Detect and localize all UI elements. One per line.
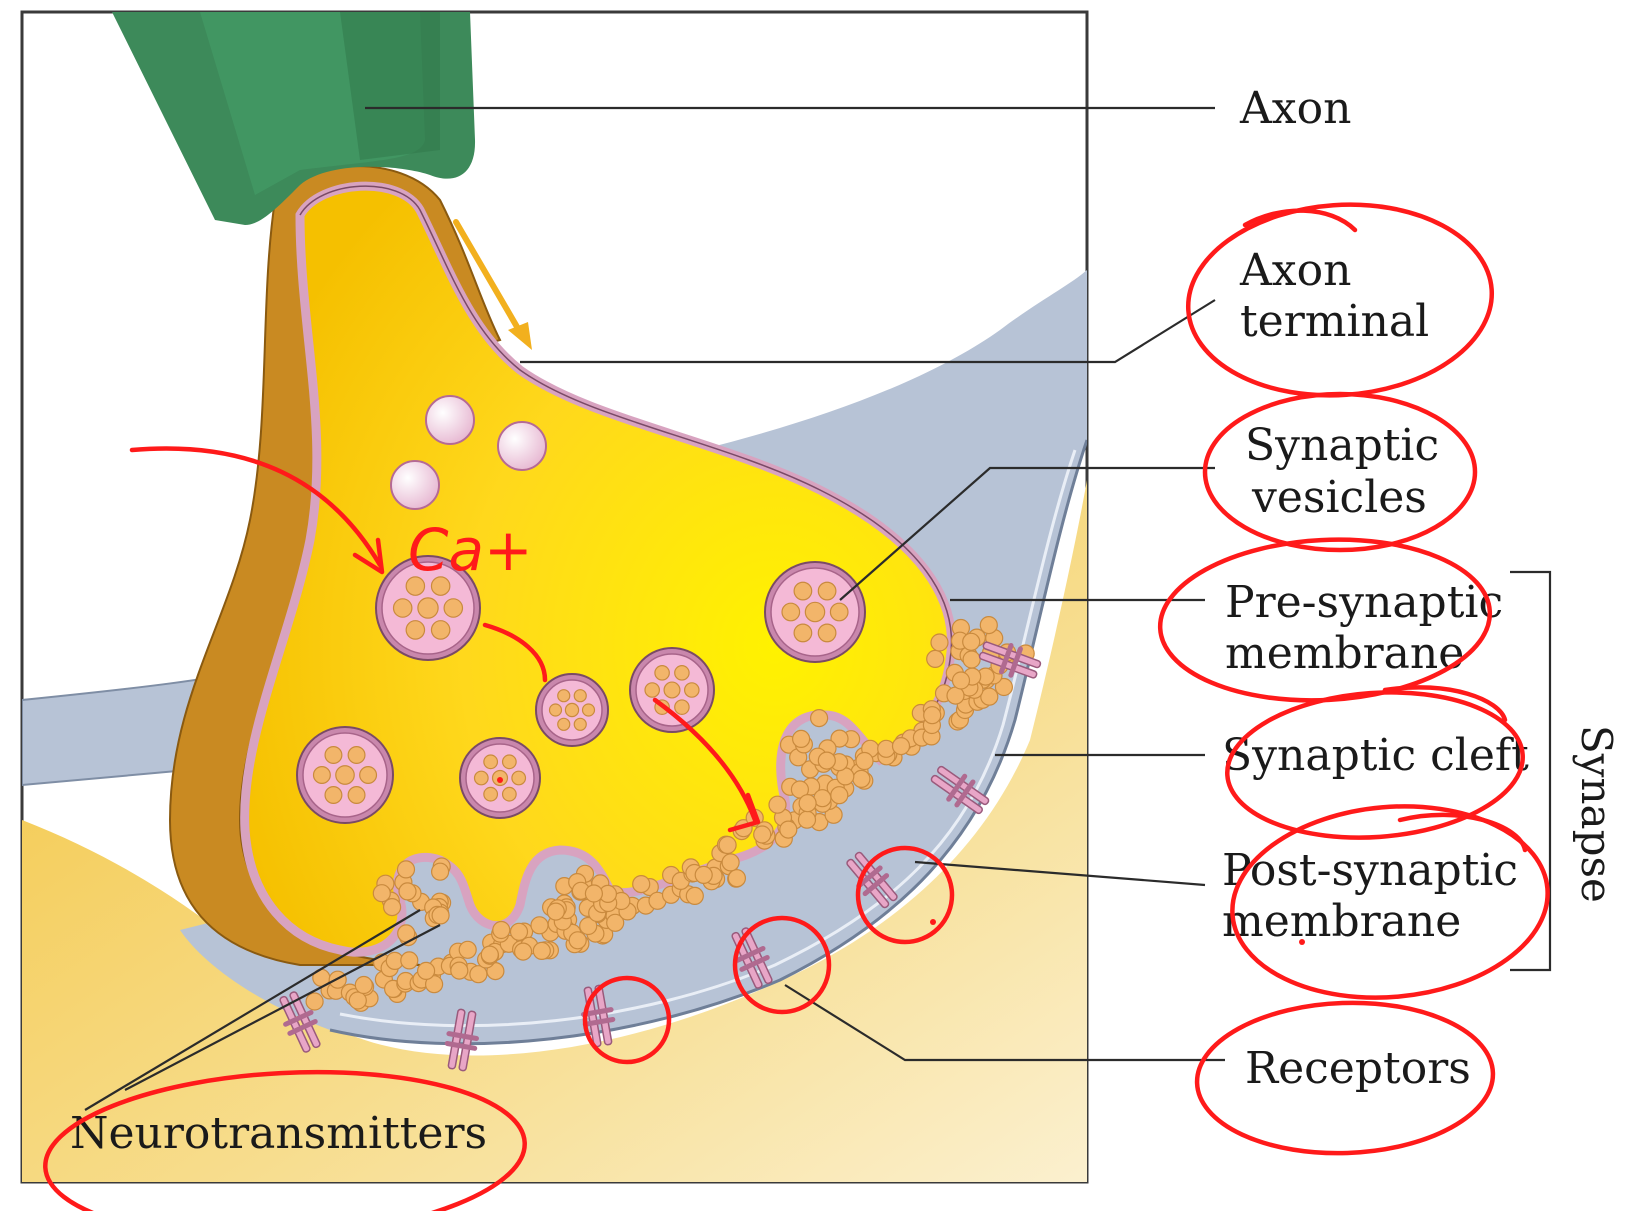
vesicle-icon bbox=[765, 562, 865, 662]
label-neurotransmitters: Neurotransmitters bbox=[70, 1108, 487, 1159]
label-synapse: Synapse bbox=[1572, 725, 1621, 903]
vesicle-icon bbox=[297, 727, 393, 823]
label-post-synaptic-line2: membrane bbox=[1222, 896, 1461, 947]
label-synaptic-vesicles-line1: Synaptic bbox=[1245, 420, 1439, 471]
vesicle-icon bbox=[536, 674, 608, 746]
label-synaptic-cleft: Synaptic cleft bbox=[1222, 730, 1529, 781]
label-pre-synaptic-line1: Pre-synaptic bbox=[1225, 577, 1503, 628]
label-axon-terminal-line2: terminal bbox=[1240, 296, 1429, 347]
label-axon-terminal-line1: Axon bbox=[1239, 245, 1351, 296]
label-axon: Axon bbox=[1239, 83, 1351, 134]
label-pre-synaptic-line2: membrane bbox=[1225, 628, 1464, 679]
label-receptors: Receptors bbox=[1245, 1043, 1471, 1094]
vesicle-icon bbox=[630, 648, 714, 732]
label-synaptic-vesicles-line2: vesicles bbox=[1251, 472, 1427, 523]
handwritten-note: Ca+ bbox=[408, 516, 533, 584]
